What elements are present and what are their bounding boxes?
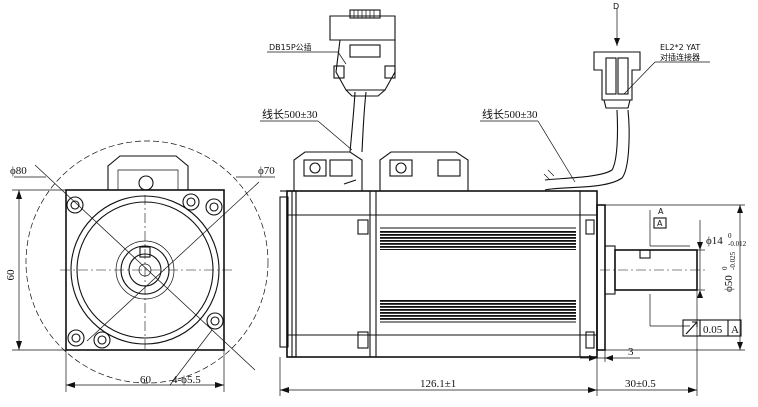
dim-shaft-tol-lower: -0.012 — [728, 240, 747, 248]
dim-pilot-dia: ϕ50 — [723, 275, 735, 292]
datum-a-top: A — [658, 207, 664, 216]
label-cable-len-1: 线长500±30 — [262, 107, 318, 121]
db15-connector — [329, 9, 396, 97]
dim-holes: 4-ϕ5.5 — [172, 374, 201, 386]
dim-shaft-tol-upper: 0 — [728, 232, 732, 240]
side-connector-bump-1 — [293, 151, 363, 191]
runout-value: 0.05 — [703, 324, 723, 336]
dim-pilot-tol-lower: -0.025 — [729, 251, 737, 270]
side-flange — [596, 204, 606, 351]
label-cable-len-2: 线长500±30 — [482, 107, 538, 121]
dim-pilot-tol-upper: 0 — [721, 266, 729, 270]
label-view-d: D — [613, 2, 619, 11]
dim-width-60: 60 — [140, 374, 152, 386]
front-phi80-circle — [25, 140, 269, 384]
side-view — [279, 151, 705, 358]
cooling-fins — [380, 230, 576, 320]
dim-shaft-length: 30±0.5 — [625, 378, 656, 390]
cables — [343, 91, 630, 191]
front-connector-bump — [107, 155, 189, 190]
label-el2-sub: 对插连接器 — [660, 52, 700, 62]
side-connector-bump-2 — [379, 151, 469, 191]
dim-flange-thk: 3 — [628, 346, 634, 358]
label-el2: EL2*2 YAT — [660, 43, 700, 52]
runout-frame — [682, 319, 742, 337]
el2-connector — [593, 8, 641, 109]
dim-shaft-dia: ϕ14 — [706, 235, 723, 247]
side-dimensions — [279, 204, 745, 396]
motor-body — [286, 190, 598, 358]
dim-body-length: 126.1±1 — [420, 378, 456, 390]
label-db15: DB15P公插 — [269, 42, 312, 52]
dim-phi80: ϕ80 — [10, 165, 27, 177]
front-mounting-holes — [66, 193, 224, 349]
dim-phi70: ϕ70 — [258, 165, 275, 177]
runout-datum: A — [731, 324, 739, 336]
dim-height-60: 60 — [5, 269, 17, 281]
datum-a-box: A — [657, 219, 663, 228]
front-view — [12, 140, 275, 392]
